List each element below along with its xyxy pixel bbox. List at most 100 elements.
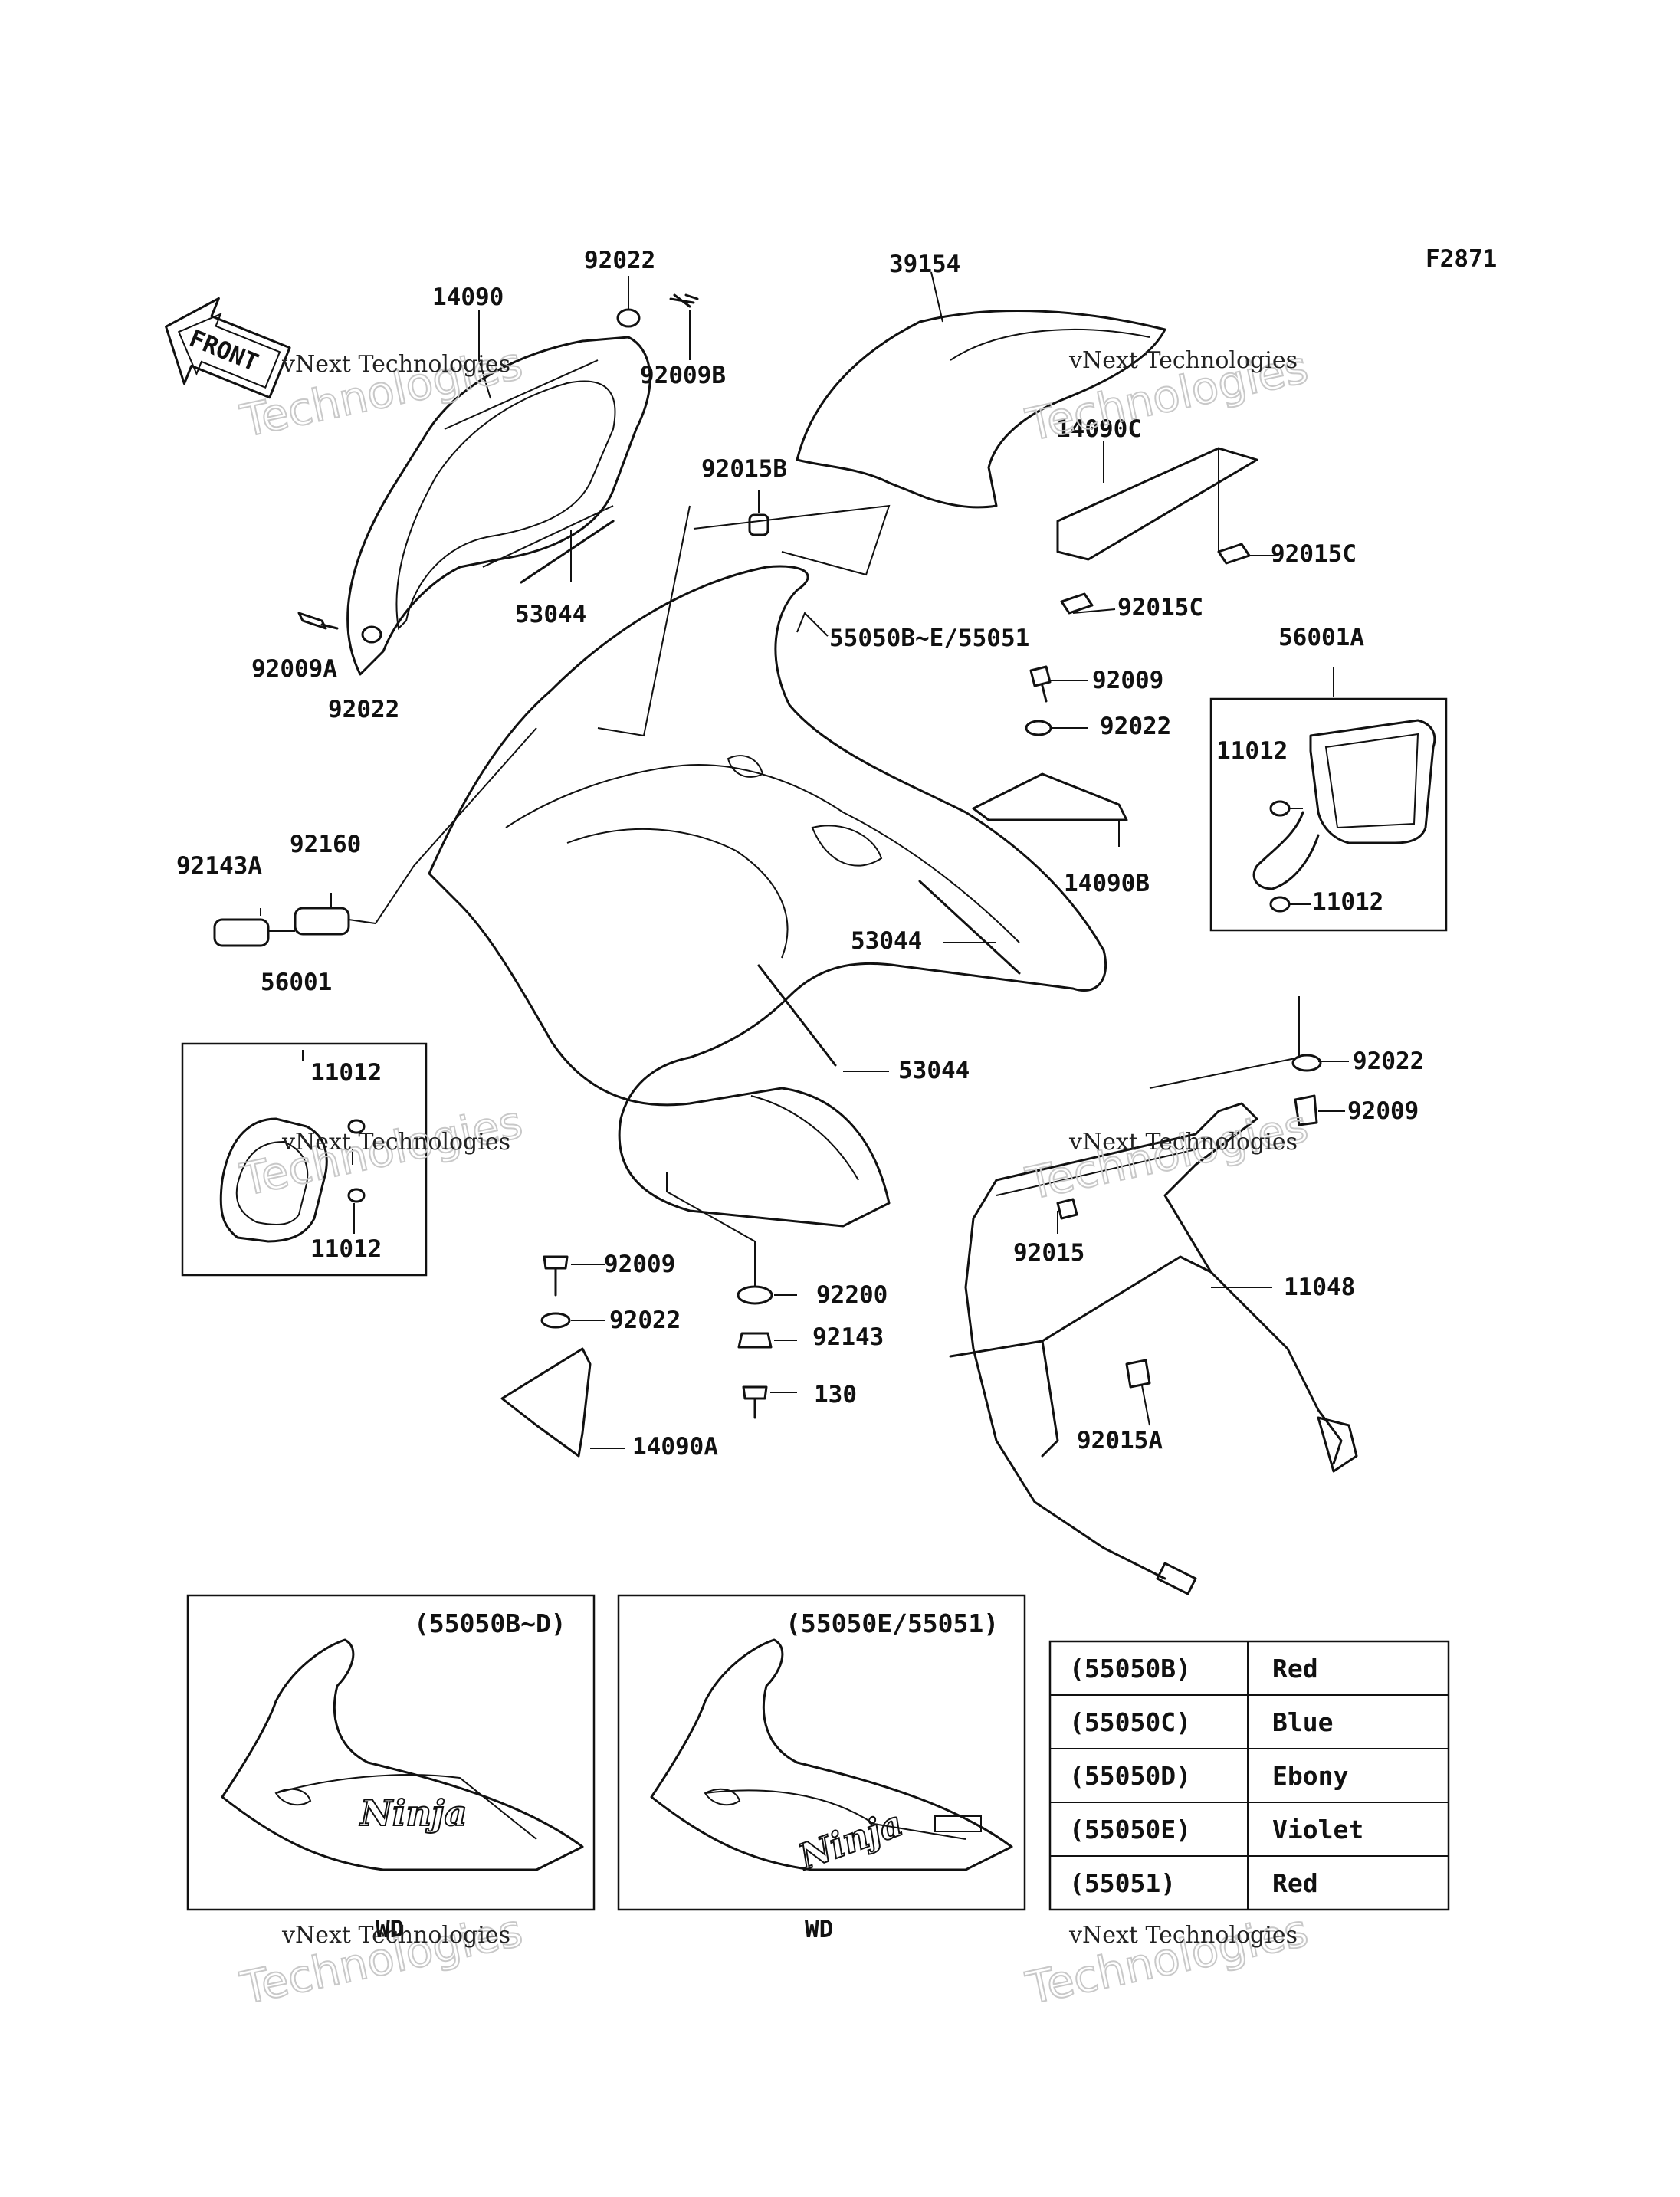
part-label: 92015C: [1117, 594, 1203, 621]
part-label: 14090A: [632, 1433, 718, 1461]
part-label: 92160: [290, 831, 361, 858]
bolt-icon: [742, 1385, 768, 1419]
bracket-14090A: [500, 1347, 592, 1458]
windshield-part: [796, 310, 1166, 509]
part-label: 92022: [584, 247, 655, 274]
part-label: 92143: [812, 1323, 884, 1351]
part-label: 92022: [1353, 1048, 1424, 1075]
part-label: 92143A: [176, 852, 262, 880]
watermark: vNext Technologies: [281, 1922, 510, 1949]
bolt-icon: [669, 293, 699, 308]
color-code: (55050D): [1069, 1761, 1191, 1791]
grommet-icon: [294, 907, 350, 936]
collar-icon: [748, 513, 769, 536]
grommet-icon: [1269, 800, 1291, 817]
bolt-icon: [1029, 665, 1052, 703]
watermark: Technologies: [1022, 1904, 1313, 2015]
inset-title: (55050B~D): [414, 1608, 566, 1638]
grommet-icon: [347, 1188, 366, 1203]
part-label: 92015C: [1271, 540, 1357, 568]
part-label: 92015B: [701, 455, 787, 483]
part-label: 92015A: [1077, 1427, 1163, 1454]
grommet-icon: [1269, 896, 1291, 913]
color-name: Red: [1272, 1868, 1318, 1898]
part-label: 11012: [1216, 737, 1288, 765]
mirror-right-box: [1209, 697, 1448, 932]
color-name: Red: [1272, 1654, 1318, 1684]
grommet-icon: [347, 1119, 366, 1134]
part-label: 11048: [1284, 1274, 1355, 1301]
mirror-right-part: [1252, 719, 1436, 890]
part-label: 11012: [1312, 888, 1383, 916]
nut-icon: [1125, 1359, 1151, 1389]
part-label: 56001: [261, 969, 332, 996]
part-label: 92200: [816, 1281, 888, 1309]
part-label: 92015: [1013, 1239, 1084, 1267]
bolt-icon: [297, 612, 339, 630]
inset-55050E-55051: (55050E/55051) Ninja WD: [617, 1594, 1026, 1943]
part-label: 92009A: [251, 655, 337, 683]
part-label: 53044: [898, 1057, 970, 1084]
part-label: 39154: [889, 251, 960, 278]
part-label: 14090: [432, 284, 504, 311]
rubber-strips: [520, 520, 1021, 1067]
washer-icon: [616, 308, 641, 328]
inset-55050B-D: (55050B~D) Ninja WD: [186, 1594, 596, 1943]
meter-cover-part: [346, 336, 651, 676]
inset-caption: WD: [805, 1916, 833, 1943]
color-name: Ebony: [1272, 1761, 1348, 1791]
stay-frame-part: [949, 1102, 1358, 1595]
washer-icon: [361, 625, 382, 644]
leader-lines: [260, 271, 1349, 1449]
part-label: 14090C: [1056, 415, 1142, 443]
part-label: 53044: [851, 927, 922, 955]
nut-icon: [1060, 592, 1094, 615]
watermark: vNext Technologies: [1068, 1922, 1298, 1949]
color-name: Violet: [1272, 1815, 1363, 1844]
part-label: 11012: [310, 1235, 382, 1263]
color-code: (55051): [1069, 1868, 1176, 1898]
color-code: (55050E): [1069, 1815, 1191, 1844]
part-labels: 92022 39154 14090 92009B 92015B 14090C 9…: [176, 247, 1424, 1461]
inset-title: (55050E/55051): [786, 1608, 999, 1638]
washer-icon: [1291, 1054, 1322, 1072]
ninja-logo: Ninja: [359, 1792, 467, 1834]
washer-icon: [1025, 720, 1052, 736]
washer-icon: [540, 1312, 571, 1329]
nut-icon: [1217, 543, 1251, 565]
watermark: vNext Technologies: [281, 1129, 510, 1156]
inner-panel-14090C: [1056, 447, 1258, 561]
part-label: 92022: [328, 696, 399, 723]
color-table: (55050B) Red (55050C) Blue (55050D) Ebon…: [1048, 1640, 1450, 1911]
mirror-left-box: [181, 1042, 428, 1277]
color-name: Blue: [1272, 1707, 1333, 1737]
watermark: vNext Technologies: [1068, 347, 1298, 374]
part-label: 56001A: [1278, 624, 1364, 651]
part-label: 92009: [1092, 667, 1163, 694]
part-label: 53044: [515, 601, 586, 628]
ninja-logo: Ninja: [792, 1802, 907, 1878]
bolt-icon: [543, 1255, 569, 1297]
nut-icon: [737, 1332, 773, 1349]
color-code: (55050C): [1069, 1707, 1191, 1737]
upper-cowl-part: [428, 565, 1107, 1228]
part-label: 92009: [604, 1251, 675, 1278]
bracket-14090B: [972, 772, 1128, 821]
inset-caption: WD: [376, 1916, 404, 1943]
part-label: 92009B: [640, 362, 726, 389]
part-label: 11012: [310, 1059, 382, 1087]
figure-code: F2871: [1426, 245, 1497, 273]
color-code: (55050B): [1069, 1654, 1191, 1684]
watermark: vNext Technologies: [281, 351, 510, 378]
watermark: vNext Technologies: [1068, 1129, 1298, 1156]
part-label: 92022: [1100, 713, 1171, 740]
part-label: 92022: [609, 1307, 681, 1334]
grommet-icon: [213, 918, 270, 947]
washer-icon: [737, 1285, 773, 1305]
part-label: 14090B: [1064, 870, 1150, 897]
bolt-icon: [1294, 1094, 1318, 1126]
part-label: 55050B~E/55051: [829, 625, 1029, 652]
nut-icon: [1056, 1198, 1078, 1220]
part-label: 130: [814, 1381, 857, 1408]
